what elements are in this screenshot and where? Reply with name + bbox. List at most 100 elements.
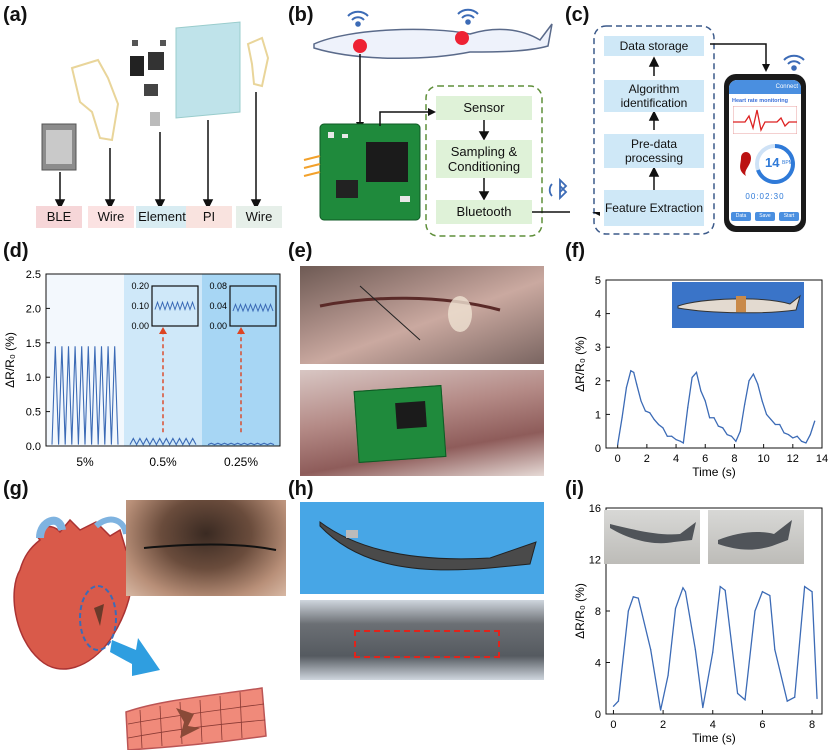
y-tick-label: 16 (589, 503, 601, 515)
x-tick-label: 6 (759, 719, 765, 731)
panel-label-a: (a) (3, 4, 28, 26)
phone-data-button[interactable]: Data (731, 212, 751, 221)
inset-y-tick-label: 0.08 (209, 281, 227, 291)
category-label: 5% (76, 455, 94, 469)
flow-box-preprocessing: Pre-data processing (604, 134, 704, 168)
sturgeon-photo (300, 502, 544, 594)
data-point (757, 383, 759, 385)
data-point (684, 591, 687, 593)
phone-save-button[interactable]: Save (755, 212, 775, 221)
data-point (644, 410, 647, 412)
data-point (786, 700, 788, 702)
series-line (617, 369, 816, 445)
y-tick-label: 0.5 (26, 407, 41, 419)
y-tick-label: 1.0 (26, 372, 41, 384)
data-point (761, 400, 763, 402)
x-tick-label: 6 (702, 453, 708, 465)
plot-frame (605, 279, 823, 449)
data-point (687, 407, 689, 409)
inset-y-tick-label: 0.10 (131, 301, 149, 311)
element-layer (130, 40, 166, 126)
data-point (770, 418, 772, 421)
flow-box-feature-extraction: Feature Extraction (604, 190, 704, 226)
y-tick-label: 1.5 (26, 338, 41, 350)
x-axis-label: Time (s) (692, 731, 736, 745)
inset-frame-1 (229, 285, 277, 327)
x-tick-label: 8 (731, 453, 737, 465)
panel-label-f: (f) (565, 240, 585, 262)
y-tick-label: 5 (595, 275, 601, 287)
heart-zoom-region (79, 585, 117, 651)
panel-a-illustration (41, 21, 270, 210)
panel-label-g: (g) (3, 478, 29, 500)
category-label: 0.25% (224, 455, 258, 469)
y-tick-label: 12 (589, 555, 601, 567)
data-point (650, 649, 652, 651)
panel-label-h: (h) (288, 478, 314, 500)
data-point (754, 610, 756, 612)
zoom-arrow (110, 638, 160, 676)
phone-start-button[interactable]: Start (779, 212, 799, 221)
phone-title: Heart rate monitoring (732, 98, 788, 104)
data-point (666, 435, 668, 437)
phone-bpm-unit: BPM (782, 160, 793, 166)
inset-y-tick-label: 0.00 (209, 321, 227, 331)
y-tick-label: 0.0 (26, 441, 41, 453)
y-tick-label: 3 (595, 342, 601, 354)
wire-layer-2 (246, 36, 270, 88)
data-point (682, 587, 684, 589)
fish-inset-photo-f (672, 282, 804, 328)
flow-box-algorithm: Algorithm identification (604, 80, 704, 112)
fish-photo-i-1 (604, 510, 700, 564)
panel-label-b: (b) (288, 4, 314, 26)
data-point (713, 417, 715, 419)
y-axis-label: ΔR/R₀ (%) (573, 336, 587, 392)
x-tick-label: 0 (610, 719, 616, 731)
x-tick-label: 4 (710, 719, 716, 731)
data-point (761, 591, 764, 593)
phone-header: Connect (729, 80, 801, 94)
data-point (774, 423, 776, 426)
data-point (662, 427, 664, 429)
x-tick-label: 10 (757, 453, 769, 465)
panel-label-e: (e) (288, 240, 313, 262)
data-point (816, 697, 818, 700)
data-point (632, 596, 634, 598)
surgery-photo-implanted (300, 370, 544, 476)
data-point (695, 371, 698, 373)
y-axis-label: ΔR/R₀ (%) (3, 332, 17, 388)
series-line-1 (129, 437, 197, 446)
x-tick-label: 14 (816, 453, 828, 465)
data-point (700, 390, 702, 392)
layer-label-1: Wire (88, 206, 134, 228)
data-point (744, 699, 746, 701)
phone-bpm-value: 14 (765, 155, 780, 170)
sensor-highlight-box (354, 630, 500, 658)
data-point (796, 435, 798, 437)
data-point (630, 370, 632, 372)
panel-g-heart-illustration (13, 516, 267, 750)
panel-c-illustration (592, 25, 805, 235)
panel-b-illustration (303, 8, 570, 237)
pi-layer-sheet (175, 21, 241, 119)
x-tick-label: 8 (809, 719, 815, 731)
inset-frame-0 (151, 285, 199, 327)
y-tick-label: 0 (595, 709, 601, 721)
data-point (675, 439, 677, 441)
data-point (694, 649, 696, 651)
x-tick-label: 0 (615, 453, 621, 465)
layer-label-0: BLE (36, 206, 82, 228)
phone-timer: 00:02:30 (745, 192, 785, 201)
data-point (617, 444, 619, 446)
data-point (702, 706, 704, 709)
y-tick-label: 2.0 (26, 303, 41, 315)
phone-frame: Connect Heart rate monitoring 14 BPM 00:… (724, 74, 806, 232)
sensor-dot-1 (353, 39, 367, 53)
data-point (653, 418, 655, 421)
data-point (717, 425, 719, 427)
data-point (752, 373, 755, 375)
data-point (769, 594, 771, 597)
data-point (625, 386, 628, 389)
data-point (682, 442, 684, 444)
